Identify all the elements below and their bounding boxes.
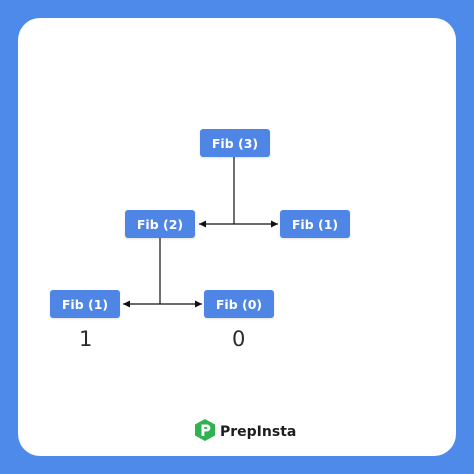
result-fib-1: 1 bbox=[79, 327, 93, 351]
prepinsta-logo-icon bbox=[194, 418, 216, 446]
node-fib-1-left: Fib (1) bbox=[50, 290, 120, 318]
brand-footer: PrepInsta bbox=[194, 418, 296, 446]
diagram-card bbox=[18, 18, 456, 456]
node-fib-3: Fib (3) bbox=[200, 129, 270, 157]
brand-name: PrepInsta bbox=[220, 424, 297, 440]
node-fib-2: Fib (2) bbox=[125, 210, 195, 238]
node-fib-1-right: Fib (1) bbox=[280, 210, 350, 238]
node-fib-0: Fib (0) bbox=[204, 290, 274, 318]
result-fib-0: 0 bbox=[232, 327, 246, 351]
